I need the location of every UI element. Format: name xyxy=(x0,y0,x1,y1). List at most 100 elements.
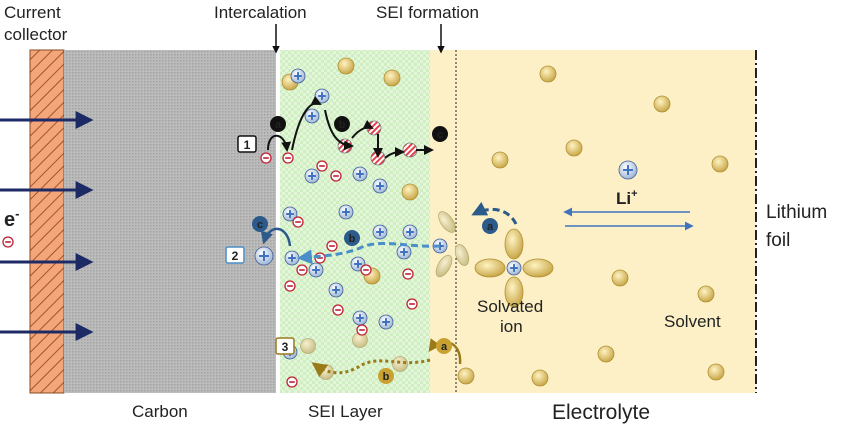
solvent-molecules xyxy=(281,57,729,387)
anion-particle xyxy=(286,376,298,388)
svg-text:b: b xyxy=(339,119,346,131)
li-ion-particle xyxy=(618,160,638,180)
li-ion-particle xyxy=(352,310,368,326)
solvent-particle xyxy=(711,155,729,173)
label-sei-layer: SEI Layer xyxy=(308,402,383,421)
anion-particle xyxy=(330,170,342,182)
substep-2b: b xyxy=(344,230,360,246)
li-ion-particle xyxy=(314,88,330,104)
solvent-particle xyxy=(531,369,549,387)
desolvation-petal xyxy=(435,254,453,278)
substep-2a: a xyxy=(482,218,498,234)
label-solvated-1: Solvated xyxy=(477,297,543,316)
svg-text:c: c xyxy=(437,129,443,141)
solvated-ion-cluster xyxy=(474,228,554,308)
electron-arrows xyxy=(0,111,94,341)
path-2a-arrow xyxy=(471,201,518,225)
substep-1c: c xyxy=(432,126,448,142)
label-lithium-2: foil xyxy=(766,230,790,251)
svg-text:3: 3 xyxy=(282,340,289,354)
li-ion-particle xyxy=(328,282,344,298)
anion-particle xyxy=(360,264,372,276)
anion-particle xyxy=(402,268,414,280)
li-ion-particle xyxy=(284,250,300,266)
label-current-collector-2: collector xyxy=(4,25,68,44)
li-ion-particle xyxy=(290,68,306,84)
solvent-particle xyxy=(392,356,408,372)
path-2c-arrow xyxy=(260,227,292,247)
substep-1b: b xyxy=(334,116,350,132)
solvent-particle xyxy=(401,183,419,201)
sei-product-particle xyxy=(402,142,418,158)
solvent-particle xyxy=(597,345,615,363)
electrolyte-region xyxy=(430,50,756,393)
label-li-ion: Li+ xyxy=(616,188,638,208)
label-solvated-2: ion xyxy=(500,317,523,336)
li-ion-particle xyxy=(402,224,418,240)
solvation-shell-petal xyxy=(504,276,524,308)
anion-particle xyxy=(356,324,368,336)
label-solvent: Solvent xyxy=(664,312,721,331)
pathway-2 xyxy=(260,201,518,265)
desolvation-petal xyxy=(454,244,470,266)
substep-2c: c xyxy=(252,216,268,232)
li-ion-particle xyxy=(378,314,394,330)
anion-particle xyxy=(332,304,344,316)
label-sei-formation: SEI formation xyxy=(376,3,479,22)
anion-particle xyxy=(292,216,304,228)
path-1-arrow xyxy=(384,147,405,159)
svg-text:b: b xyxy=(383,371,390,383)
svg-text:2: 2 xyxy=(232,249,239,263)
svg-text:b: b xyxy=(349,233,356,245)
anion-particle xyxy=(406,298,418,310)
substep-3b: b xyxy=(378,368,394,384)
anion-particle xyxy=(282,152,294,164)
label-carbon: Carbon xyxy=(132,402,188,421)
li-ion-particle xyxy=(304,168,320,184)
path-1a-arrow xyxy=(267,134,292,152)
label-electrolyte: Electrolyte xyxy=(552,401,650,424)
svg-text:c: c xyxy=(257,219,263,231)
pathway-1 xyxy=(267,95,434,159)
path-1-arrow xyxy=(351,119,374,139)
li-ion-particle xyxy=(338,204,354,220)
step-badge-3: 3 xyxy=(275,337,295,355)
svg-text:a: a xyxy=(441,341,448,353)
solvent-particle xyxy=(707,363,725,381)
svg-text:1: 1 xyxy=(244,138,251,152)
svg-text:a: a xyxy=(487,221,494,233)
solvent-particle xyxy=(565,139,583,157)
li-ion-particle xyxy=(254,246,274,266)
anion-particle xyxy=(316,160,328,172)
solvent-particle xyxy=(318,364,334,380)
solvent-particle xyxy=(697,285,715,303)
li-ion-particle xyxy=(396,244,412,260)
solvent-particle xyxy=(457,367,475,385)
solvent-particle xyxy=(300,338,316,354)
li-ion-particle xyxy=(372,178,388,194)
solvent-particle xyxy=(383,69,401,87)
solvation-shell-petal xyxy=(474,258,506,278)
solvent-particle xyxy=(611,269,629,287)
solvent-particle xyxy=(653,95,671,113)
li-ion-particle xyxy=(506,260,522,276)
desolvation-petals xyxy=(435,211,470,278)
path-2b-arrow xyxy=(297,242,441,265)
solvent-particle xyxy=(337,57,355,75)
substep-3a: a xyxy=(436,338,452,354)
li-ion-particle xyxy=(282,206,298,222)
desolvation-petal xyxy=(438,211,456,233)
path-1-arrow xyxy=(291,95,322,151)
label-electron: e- xyxy=(4,206,19,231)
step-badge-1: 1 xyxy=(237,135,257,153)
path-1b-arrow xyxy=(324,109,354,151)
substep-1a: a xyxy=(270,116,286,132)
anion-particle xyxy=(296,264,308,276)
label-current-collector-1: Current xyxy=(4,3,61,22)
label-intercalation: Intercalation xyxy=(214,3,307,22)
label-lithium-1: Lithium xyxy=(766,202,827,223)
li-ion-particle xyxy=(352,166,368,182)
solvent-particle xyxy=(539,65,557,83)
step-badge-2: 2 xyxy=(225,246,245,264)
